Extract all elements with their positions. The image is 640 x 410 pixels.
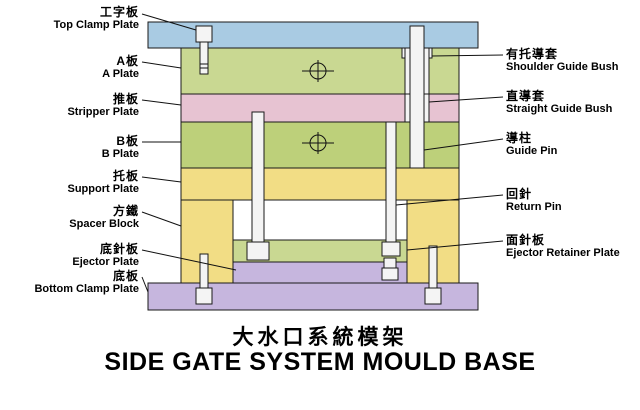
label-zh: 回針 [506,187,533,201]
label-zh: 底板 [112,269,139,283]
label-straight-guide-bush: 直導套 Straight Guide Bush [506,89,638,116]
leader-line [141,13,197,31]
label-zh: 有托導套 [506,47,559,61]
label-ejector-plate: 底針板 Ejector Plate [0,242,141,269]
label-top-clamp-plate: 工字板 Top Clamp Plate [0,5,141,32]
leader-line [423,138,504,151]
label-guide-pin: 導柱 Guide Pin [506,131,638,158]
center-mark-a-plate [302,60,334,82]
cap-screw-ejector-plate [381,257,399,281]
leader-line [406,240,504,251]
screw-head [195,287,213,305]
label-en: Guide Pin [506,145,558,158]
guide-pin-assembly [401,25,433,169]
cap-screw-bottom-right [424,245,442,305]
label-en: Support Plate [67,183,139,196]
cap-screw-bottom-left [195,253,213,305]
label-spacer-block: 方鐵 Spacer Block [0,204,141,231]
ejector-pin-shaft [251,111,265,243]
screw-head [424,287,442,305]
leader-line [141,176,182,183]
label-en: Ejector Plate [72,256,139,269]
screw-shaft [199,253,209,289]
cap-screw-top-left [195,25,213,75]
label-en: Return Pin [506,201,562,214]
leader-line [141,99,182,106]
label-return-pin: 回針 Return Pin [506,187,638,214]
label-en: Stripper Plate [67,106,139,119]
label-en: Bottom Clamp Plate [34,283,139,296]
label-shoulder-guide-bush: 有托導套 Shoulder Guide Bush [506,47,638,74]
ejector-pin-head [246,241,270,261]
return-pin-shaft [385,121,397,243]
guide-pin-shaft [409,25,425,169]
leader-line [141,61,182,69]
label-zh: B板 [116,134,139,148]
label-zh: A板 [116,54,139,68]
center-mark-b-plate [302,132,334,154]
support-plate-shape [180,167,460,201]
return-pin-shape [381,121,401,257]
label-zh: 托板 [112,169,139,183]
label-en: A Plate [102,68,139,81]
label-ejector-retainer-plate: 面針板 Ejector Retainer Plate [506,233,638,260]
label-a-plate: A板 A Plate [0,54,141,81]
ejector-plate-shape [232,261,408,284]
label-b-plate: B板 B Plate [0,134,141,161]
leader-line [431,54,504,57]
leader-line [141,276,149,293]
title-english: SIDE GATE SYSTEM MOULD BASE [104,348,536,376]
label-zh: 直導套 [506,89,546,103]
label-en: Top Clamp Plate [53,19,139,32]
leader-line [428,96,504,103]
screw-head [195,25,213,43]
screw-shaft [199,41,209,75]
screw-head [381,267,399,281]
label-en: Ejector Retainer Plate [506,247,620,260]
label-zh: 底針板 [99,242,139,256]
label-en: Spacer Block [69,218,139,231]
label-support-plate: 托板 Support Plate [0,169,141,196]
label-bottom-clamp-plate: 底板 Bottom Clamp Plate [0,269,141,296]
leader-line [141,211,182,227]
label-en: Shoulder Guide Bush [506,61,619,74]
screw-shaft [428,245,438,289]
label-en: Straight Guide Bush [506,103,613,116]
return-pin-head [381,241,401,257]
label-en: B Plate [101,148,139,161]
leader-line [141,249,237,271]
label-zh: 面針板 [506,233,546,247]
label-zh: 導柱 [506,131,533,145]
title-chinese: 大水口系統模架 [232,326,408,349]
ejector-pin [246,111,270,261]
screw-shaft [383,257,397,269]
label-zh: 方鐵 [112,204,139,218]
label-zh: 推板 [112,92,139,106]
label-stripper-plate: 推板 Stripper Plate [0,92,141,119]
leader-line [395,194,504,206]
label-zh: 工字板 [99,5,139,19]
